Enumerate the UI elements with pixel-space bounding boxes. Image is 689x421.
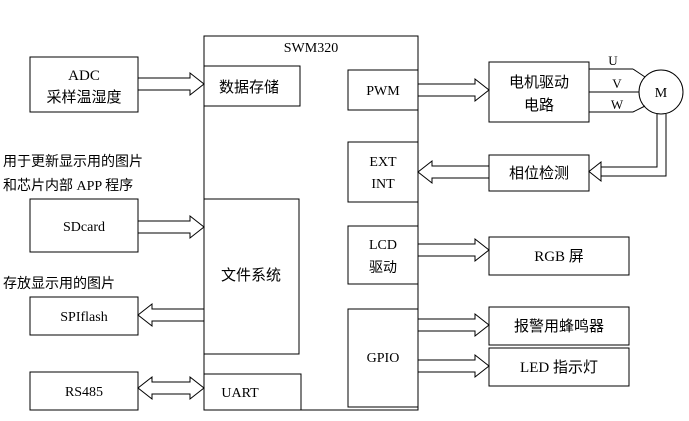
phase-w-connector [632, 105, 646, 113]
spiflash-note: 存放显示用的图片 [3, 276, 115, 292]
sdcard-note-2: 和芯片内部 APP 程序 [3, 178, 133, 194]
feedback-arrow-head [588, 160, 602, 183]
filesystem-to-spiflash-arrow [137, 302, 205, 328]
pwm-label: PWM [366, 84, 400, 99]
rs485-block [29, 371, 139, 411]
sdcard-to-filesystem-arrow [137, 214, 205, 240]
lcd-to-rgb-arrow [417, 237, 490, 263]
spiflash-label: SPIflash [60, 310, 107, 325]
phase-v-label: V [612, 76, 622, 91]
rs485-label: RS485 [65, 385, 103, 400]
feedback-line-outer [601, 114, 658, 168]
file-system-block [203, 198, 300, 355]
feedback-line-inner [601, 114, 667, 177]
data-storage-block [203, 65, 301, 107]
rs485-uart-arrow [137, 375, 205, 401]
rgb-screen-label: RGB 屏 [534, 249, 584, 265]
led-label: LED 指示灯 [520, 359, 598, 376]
uart-label: UART [221, 386, 259, 401]
gpio-to-led-arrow [417, 353, 490, 379]
adc-block [29, 56, 139, 113]
motor-drive-block [488, 61, 590, 123]
spiflash-block [29, 296, 139, 336]
adc-label-1: ADC [68, 68, 100, 84]
phase-u-label: U [608, 53, 618, 68]
ext-int-label-2: INT [371, 177, 395, 192]
buzzer-label: 报警用蜂鸣器 [514, 318, 604, 335]
lcd-label-1: LCD [369, 238, 397, 253]
phase-u-connector [632, 68, 646, 78]
phase-to-extint-arrow [417, 159, 490, 185]
sdcard-note-1: 用于更新显示用的图片 [3, 154, 143, 170]
gpio-to-buzzer-arrow [417, 312, 490, 338]
ext-int-label-1: EXT [369, 155, 397, 170]
phase-detect-label: 相位检测 [509, 165, 569, 182]
motor-label: M [655, 86, 668, 101]
motor-drive-label-1: 电机驱动 [509, 74, 569, 91]
data-storage-label: 数据存储 [219, 79, 279, 96]
motor-drive-label-2: 电路 [524, 97, 554, 114]
lcd-block [347, 225, 419, 285]
led-block [488, 347, 630, 387]
sdcard-block [29, 198, 139, 253]
pwm-to-motor-drive-arrow [417, 77, 490, 103]
pwm-block [347, 69, 419, 111]
ext-int-block [347, 141, 419, 203]
adc-label-2: 采样温湿度 [46, 89, 121, 106]
phase-w-label: W [611, 97, 624, 112]
file-system-label: 文件系统 [221, 267, 281, 284]
adc-to-storage-arrow [137, 71, 205, 97]
gpio-block [347, 308, 419, 408]
buzzer-block [488, 306, 630, 346]
sdcard-label: SDcard [63, 220, 105, 235]
swm320-title: SWM320 [284, 41, 338, 56]
gpio-label: GPIO [367, 351, 400, 366]
rgb-screen-block [488, 236, 630, 276]
lcd-label-2: 驱动 [369, 260, 397, 276]
uart-block [203, 373, 302, 411]
phase-detect-block [488, 154, 590, 192]
